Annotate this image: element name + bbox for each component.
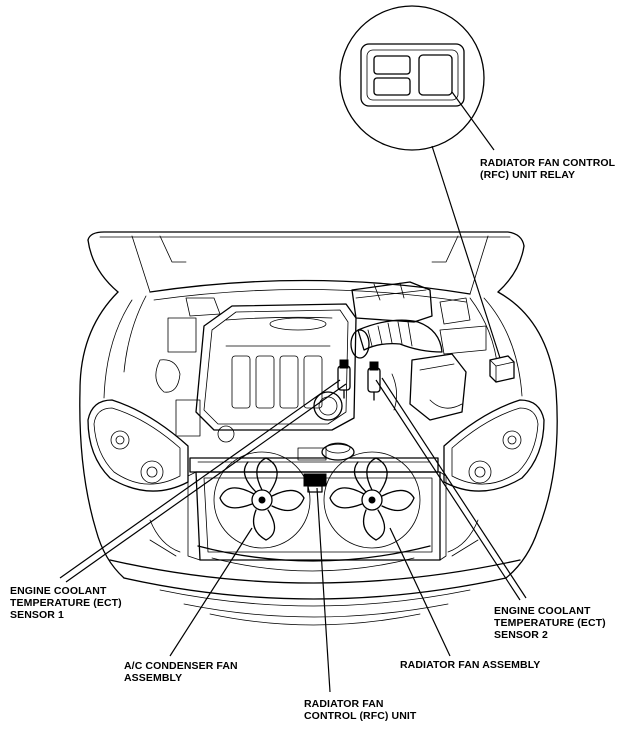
rfc-relay-label-line-1: RADIATOR FAN CONTROL [480,157,616,169]
rfc-unit-component [303,473,327,493]
left-headlight [87,399,189,492]
rfc-relay-component [489,355,515,383]
ect-sensor-1-label: ENGINE COOLANT TEMPERATURE (ECT) SENSOR … [10,585,122,621]
radiator [187,442,447,561]
ect-sensor-1-label-line-2: TEMPERATURE (ECT) [10,597,122,609]
radiator-fan-component [323,451,421,549]
leader-lines [59,91,527,693]
ac-condenser-fan-label: A/C CONDENSER FAN ASSEMBLY [124,660,238,684]
ac-condenser-fan-component [213,451,311,549]
car-body [79,279,558,626]
ect-sensor-2-label: ENGINE COOLANT TEMPERATURE (ECT) SENSOR … [494,605,606,641]
rfc-unit-label-line-2: CONTROL (RFC) UNIT [304,710,417,722]
radiator-fan-label: RADIATOR FAN ASSEMBLY [400,659,540,671]
ect-sensor-2-label-line-1: ENGINE COOLANT [494,605,591,617]
ac-condenser-fan-label-line-1: A/C CONDENSER FAN [124,660,238,672]
ac-condenser-fan-label-line-2: ASSEMBLY [124,672,183,684]
right-headlight [443,399,545,492]
rfc-relay-label: RADIATOR FAN CONTROL (RFC) UNIT RELAY [480,157,615,181]
ect-sensor-1-label-line-1: ENGINE COOLANT [10,585,107,597]
rfc-unit-label-line-1: RADIATOR FAN [304,698,384,710]
rfc-relay-label-line-2: (RFC) UNIT RELAY [480,169,576,181]
rfc-relay-zoom-callout [339,5,485,151]
engine [155,297,357,443]
hood [87,231,525,295]
intake-and-airbox [350,281,487,421]
rfc-unit-label: RADIATOR FAN CONTROL (RFC) UNIT [304,698,416,722]
ect-sensor-2-component [367,361,381,401]
radiator-fan-label-line-1: RADIATOR FAN ASSEMBLY [400,659,541,671]
ect-sensor-1-label-line-3: SENSOR 1 [10,609,64,621]
ect-sensor-2-label-line-2: TEMPERATURE (ECT) [494,617,606,629]
ect-sensor-2-label-line-3: SENSOR 2 [494,629,548,641]
ect-sensor-1-component [337,359,351,399]
